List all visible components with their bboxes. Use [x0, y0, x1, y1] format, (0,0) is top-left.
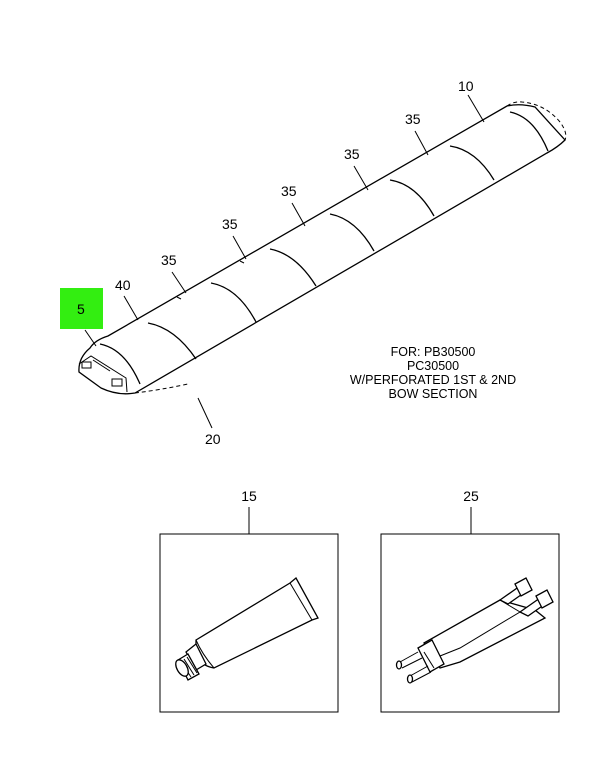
callout-5: 5 [77, 301, 85, 317]
bow-assembly [78, 101, 567, 395]
band-line [99, 343, 141, 385]
callout-35: 35 [405, 111, 421, 127]
item-25-frame [380, 533, 560, 713]
dual-syringe-icon [395, 577, 554, 684]
bow-body [78, 104, 566, 395]
callout-25: 25 [463, 488, 479, 504]
leader-10 [467, 94, 485, 123]
callout-15: 15 [241, 488, 257, 504]
leader-5 [84, 329, 97, 347]
application-note: FOR: PB30500 PC30500 W/PERFORATED 1ST & … [350, 345, 516, 401]
item-25-panel: 25 [380, 488, 560, 713]
band-line [449, 145, 495, 181]
item-5-highlight [60, 288, 103, 329]
band-line [509, 111, 549, 152]
item-15-frame [159, 533, 339, 713]
callout-35: 35 [222, 216, 238, 232]
leader-20 [197, 397, 213, 429]
bow-near-end-dashed [134, 383, 189, 394]
bow-end-dashed [506, 101, 567, 141]
leader-lines [84, 94, 485, 429]
callout-40: 40 [115, 277, 131, 293]
note-line-3: W/PERFORATED 1ST & 2ND [350, 373, 516, 387]
item-15-panel: 15 [159, 488, 339, 713]
leader-35b [232, 235, 247, 260]
leader-40 [123, 295, 139, 321]
note-line-1: FOR: PB30500 [391, 345, 476, 359]
leader-35d [353, 165, 369, 191]
band-line [269, 248, 317, 287]
leader-35e [414, 130, 429, 156]
note-line-2: PC30500 [407, 359, 459, 373]
callout-20: 20 [205, 431, 221, 447]
band-line [210, 282, 257, 323]
callout-35: 35 [344, 146, 360, 162]
end-cap [78, 355, 128, 393]
leader-35c [291, 202, 306, 227]
note-line-4: BOW SECTION [389, 387, 478, 401]
callout-35: 35 [161, 252, 177, 268]
callout-10: 10 [458, 78, 474, 94]
leader-35a [171, 271, 187, 294]
band-line [329, 213, 375, 252]
band-line [389, 179, 435, 217]
band-line [147, 322, 197, 360]
callout-35: 35 [281, 183, 297, 199]
tube-icon [175, 576, 319, 681]
